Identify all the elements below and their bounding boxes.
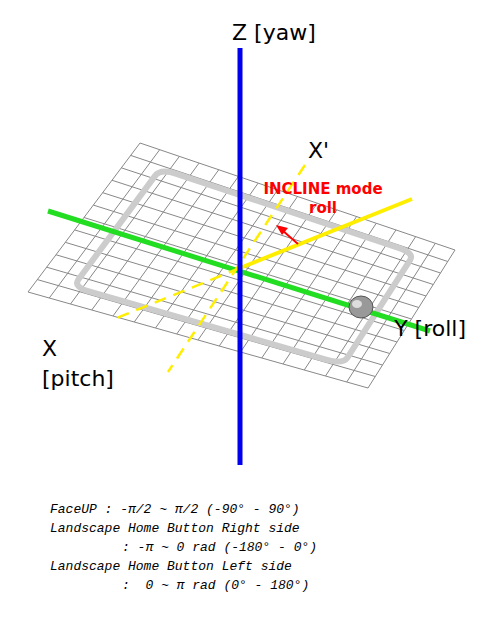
note-text: Landscape Home Button Right side (50, 519, 300, 538)
roll-arrowhead (276, 225, 288, 235)
device-icon (349, 296, 373, 318)
z-axis-line (238, 48, 243, 465)
axis-label: Z [yaw] (232, 18, 352, 48)
axis-label: X' (308, 136, 348, 166)
note-text: : -π ~ 0 rad (-180° - 0°) (122, 538, 317, 557)
x-axis-dashed (112, 268, 240, 320)
note-text: FaceUP : -π/2 ~ π/2 (-90° - 90°) (50, 500, 300, 519)
note-text: Landscape Home Button Left side (50, 557, 292, 576)
axis-label: Y [roll] (386, 314, 466, 344)
axis-label: X [pitch] (42, 334, 126, 394)
track-outline (77, 172, 411, 362)
mode-label: INCLINE mode roll (250, 180, 396, 218)
note-text: : 0 ~ π rad (0° - 180°) (122, 576, 309, 595)
